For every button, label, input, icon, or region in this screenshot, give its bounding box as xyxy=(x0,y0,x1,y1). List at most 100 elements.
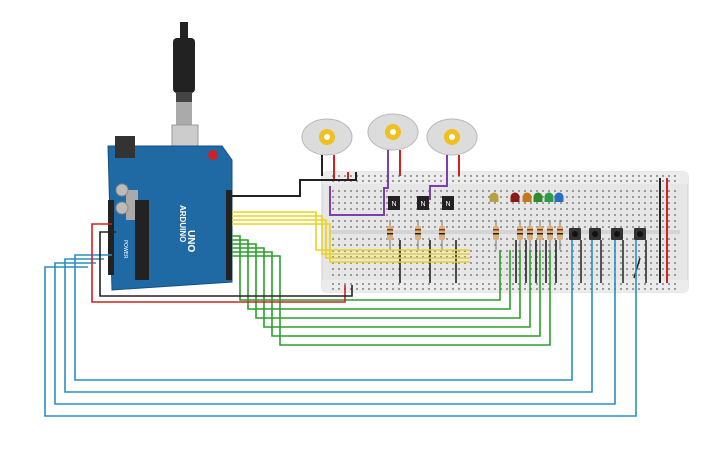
hole xyxy=(620,274,622,276)
button-ground[interactable] xyxy=(633,257,641,279)
hole xyxy=(350,288,352,290)
hole xyxy=(500,175,502,177)
button-wire[interactable] xyxy=(74,240,573,381)
hole xyxy=(506,274,508,276)
hole xyxy=(620,196,622,198)
transistor-2[interactable]: N xyxy=(417,196,429,210)
button-wire[interactable] xyxy=(44,240,637,417)
hole xyxy=(590,190,592,192)
hole xyxy=(554,256,556,258)
hole xyxy=(620,268,622,270)
hole xyxy=(506,196,508,198)
hole xyxy=(506,283,508,285)
hole xyxy=(440,268,442,270)
digital-wire[interactable] xyxy=(232,235,501,301)
hole xyxy=(338,274,340,276)
hole xyxy=(494,180,496,182)
hole xyxy=(374,262,376,264)
pwm-wire[interactable] xyxy=(232,219,470,259)
hole xyxy=(338,288,340,290)
button-wire[interactable] xyxy=(54,240,616,405)
hole xyxy=(620,220,622,222)
hole xyxy=(350,250,352,252)
hole xyxy=(566,238,568,240)
hole xyxy=(608,250,610,252)
digital-wire[interactable] xyxy=(232,250,541,337)
hole xyxy=(440,175,442,177)
hole xyxy=(536,226,538,228)
arduino-uno-board[interactable]: ARDUINO UNO POWER xyxy=(107,136,233,291)
hole xyxy=(488,268,490,270)
hole xyxy=(674,196,676,198)
motor-wire[interactable] xyxy=(329,176,389,216)
hole xyxy=(662,288,664,290)
hole xyxy=(362,226,364,228)
ground-wire[interactable] xyxy=(232,172,357,197)
hole xyxy=(500,190,502,192)
breadboard[interactable] xyxy=(321,171,689,293)
dc-motor-2[interactable] xyxy=(367,113,419,176)
hole xyxy=(368,175,370,177)
hole xyxy=(548,208,550,210)
hole xyxy=(626,202,628,204)
hole xyxy=(374,175,376,177)
hole xyxy=(578,226,580,228)
pwm-wire[interactable] xyxy=(232,211,470,251)
ground-wire[interactable] xyxy=(99,231,353,297)
hole xyxy=(338,226,340,228)
hole xyxy=(608,180,610,182)
hole xyxy=(434,202,436,204)
hole xyxy=(614,190,616,192)
dc-motor-1[interactable] xyxy=(301,118,353,176)
hole xyxy=(572,214,574,216)
digital-wire[interactable] xyxy=(232,239,511,310)
hole xyxy=(506,250,508,252)
hole xyxy=(494,262,496,264)
transistor-1[interactable]: N xyxy=(388,196,400,210)
digital-wire[interactable] xyxy=(232,243,521,319)
wires xyxy=(44,211,637,417)
motor-wire[interactable] xyxy=(429,176,448,200)
hole xyxy=(476,238,478,240)
digital-wire[interactable] xyxy=(232,250,551,346)
hole xyxy=(644,220,646,222)
hole xyxy=(644,283,646,285)
hole xyxy=(404,288,406,290)
hole xyxy=(674,288,676,290)
hole xyxy=(404,196,406,198)
hole xyxy=(350,274,352,276)
hole xyxy=(344,220,346,222)
hole xyxy=(602,268,604,270)
hole xyxy=(344,256,346,258)
hole xyxy=(632,274,634,276)
hole xyxy=(416,262,418,264)
hole xyxy=(410,262,412,264)
resistor-band xyxy=(415,233,421,235)
hole xyxy=(446,288,448,290)
hole xyxy=(338,202,340,204)
dc-motor-3[interactable] xyxy=(426,118,478,176)
hole xyxy=(434,214,436,216)
hole xyxy=(560,256,562,258)
digital-wire[interactable] xyxy=(232,247,531,328)
hole xyxy=(530,288,532,290)
hole xyxy=(614,175,616,177)
button-wire[interactable] xyxy=(64,240,593,393)
hole xyxy=(470,256,472,258)
hole xyxy=(650,256,652,258)
leds xyxy=(489,192,564,202)
hole xyxy=(644,214,646,216)
pwm-wire[interactable] xyxy=(232,215,470,255)
pwm-wire[interactable] xyxy=(232,223,470,263)
hole xyxy=(590,175,592,177)
usb-cable[interactable] xyxy=(171,22,199,161)
hole xyxy=(398,274,400,276)
hole xyxy=(650,283,652,285)
hole xyxy=(470,226,472,228)
hole xyxy=(410,244,412,246)
hole xyxy=(674,244,676,246)
transistor-3[interactable]: N xyxy=(442,196,454,210)
hole xyxy=(398,250,400,252)
hole xyxy=(464,226,466,228)
